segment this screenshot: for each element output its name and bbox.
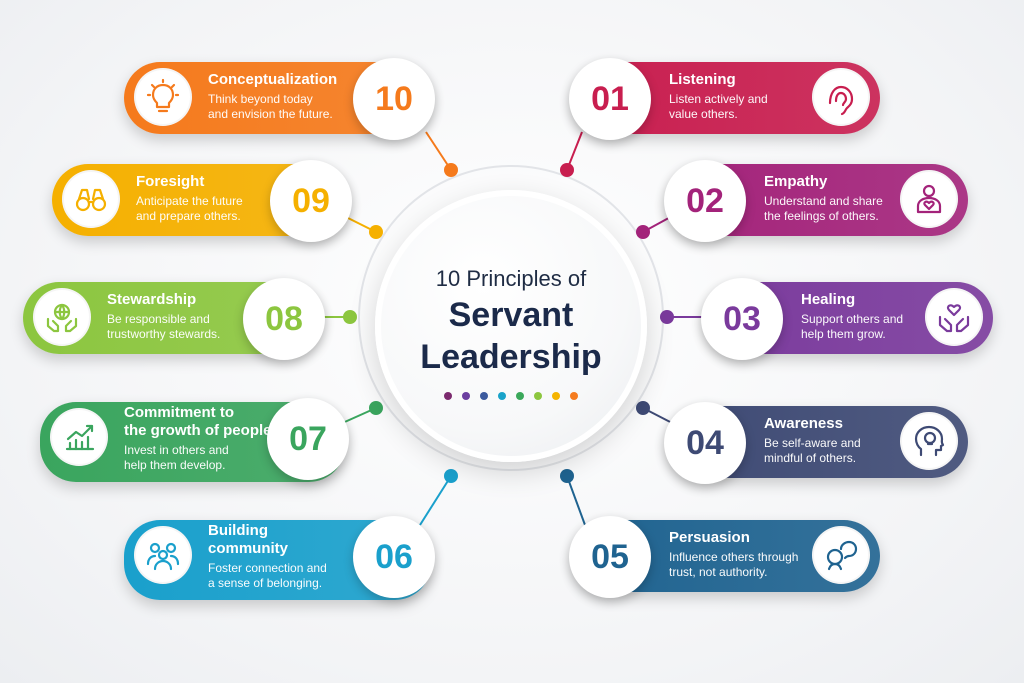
principle-number-badge: 09 <box>270 160 352 242</box>
connector-dot <box>560 163 574 177</box>
center-dot <box>534 392 542 400</box>
principle-description: Influence others through trust, not auth… <box>669 550 799 579</box>
principle-description: Understand and share the feelings of oth… <box>764 194 883 223</box>
center-dot <box>480 392 488 400</box>
connector-line <box>566 475 586 526</box>
principle-number-badge: 03 <box>701 278 783 360</box>
growth-chart-icon <box>50 408 108 466</box>
connector-dot <box>444 469 458 483</box>
center-dot-row <box>375 392 647 400</box>
principle-title: Building community <box>208 522 289 557</box>
connector-dot <box>636 401 650 415</box>
connector-dot <box>636 225 650 239</box>
connector-dot <box>660 310 674 324</box>
binoculars-icon <box>62 170 120 228</box>
principle-title: Healing <box>801 291 856 308</box>
principle-description: Be responsible and trustworthy stewards. <box>107 312 221 341</box>
principle-title: Empathy <box>764 173 828 190</box>
center-title-line2: Leadership <box>420 338 602 376</box>
principle-number-badge: 10 <box>353 58 435 140</box>
center-dot <box>444 392 452 400</box>
principle-title: Stewardship <box>107 291 197 308</box>
center-dot <box>570 392 578 400</box>
principle-description: Think beyond today and envision the futu… <box>208 92 333 121</box>
lightbulb-icon <box>134 68 192 126</box>
principle-title: Commitment to the growth of people <box>124 404 272 439</box>
connector-dot <box>444 163 458 177</box>
principle-text: Stewardship Be responsible and trustworth… <box>107 291 220 342</box>
principle-title: Awareness <box>764 415 843 432</box>
principle-number-badge: 02 <box>664 160 746 242</box>
globe-hands-icon <box>33 288 91 346</box>
principle-number-badge: 06 <box>353 516 435 598</box>
principle-card-08: Stewardship Be responsible and trustworth… <box>23 278 325 360</box>
person-heart-icon <box>900 170 958 228</box>
principle-number-badge: 08 <box>243 278 325 360</box>
center-dot <box>462 392 470 400</box>
dialogue-icon <box>812 526 870 584</box>
community-icon <box>134 526 192 584</box>
principle-description: Support others and help them grow. <box>801 312 904 341</box>
principle-description: Foster connection and a sense of belongi… <box>208 561 327 590</box>
principle-title: Listening <box>669 71 736 88</box>
principle-description: Invest in others and help them develop. <box>124 443 229 472</box>
principle-description: Be self-aware and mindful of others. <box>764 436 861 465</box>
principle-number-badge: 07 <box>267 398 349 480</box>
connector-dot <box>369 225 383 239</box>
principle-title: Persuasion <box>669 529 750 546</box>
hands-heart-icon <box>925 288 983 346</box>
center-dot <box>552 392 560 400</box>
head-bulb-icon <box>900 412 958 470</box>
center-hub: 10 Principles of Servant Leadership <box>375 190 647 462</box>
connector-dot <box>369 401 383 415</box>
principle-description: Listen actively and value others. <box>669 92 768 121</box>
principle-card-04: Awareness Be self-aware and mindful of ot… <box>664 402 968 484</box>
principle-title: Conceptualization <box>208 71 338 88</box>
principle-number-badge: 04 <box>664 402 746 484</box>
connector-dot <box>560 469 574 483</box>
connector-line <box>425 131 452 171</box>
principle-text: Awareness Be self-aware and mindful of ot… <box>764 415 861 466</box>
principle-description: Anticipate the future and prepare others… <box>136 194 243 223</box>
center-subtitle: 10 Principles of <box>435 266 587 291</box>
connector-dot <box>343 310 357 324</box>
center-dot <box>516 392 524 400</box>
ear-icon <box>812 68 870 126</box>
connector-line <box>419 475 452 526</box>
center-title-line1: Servant <box>448 296 574 334</box>
principle-number-badge: 01 <box>569 58 651 140</box>
principle-number-badge: 05 <box>569 516 651 598</box>
principle-title: Foresight <box>136 173 205 190</box>
center-dot <box>498 392 506 400</box>
